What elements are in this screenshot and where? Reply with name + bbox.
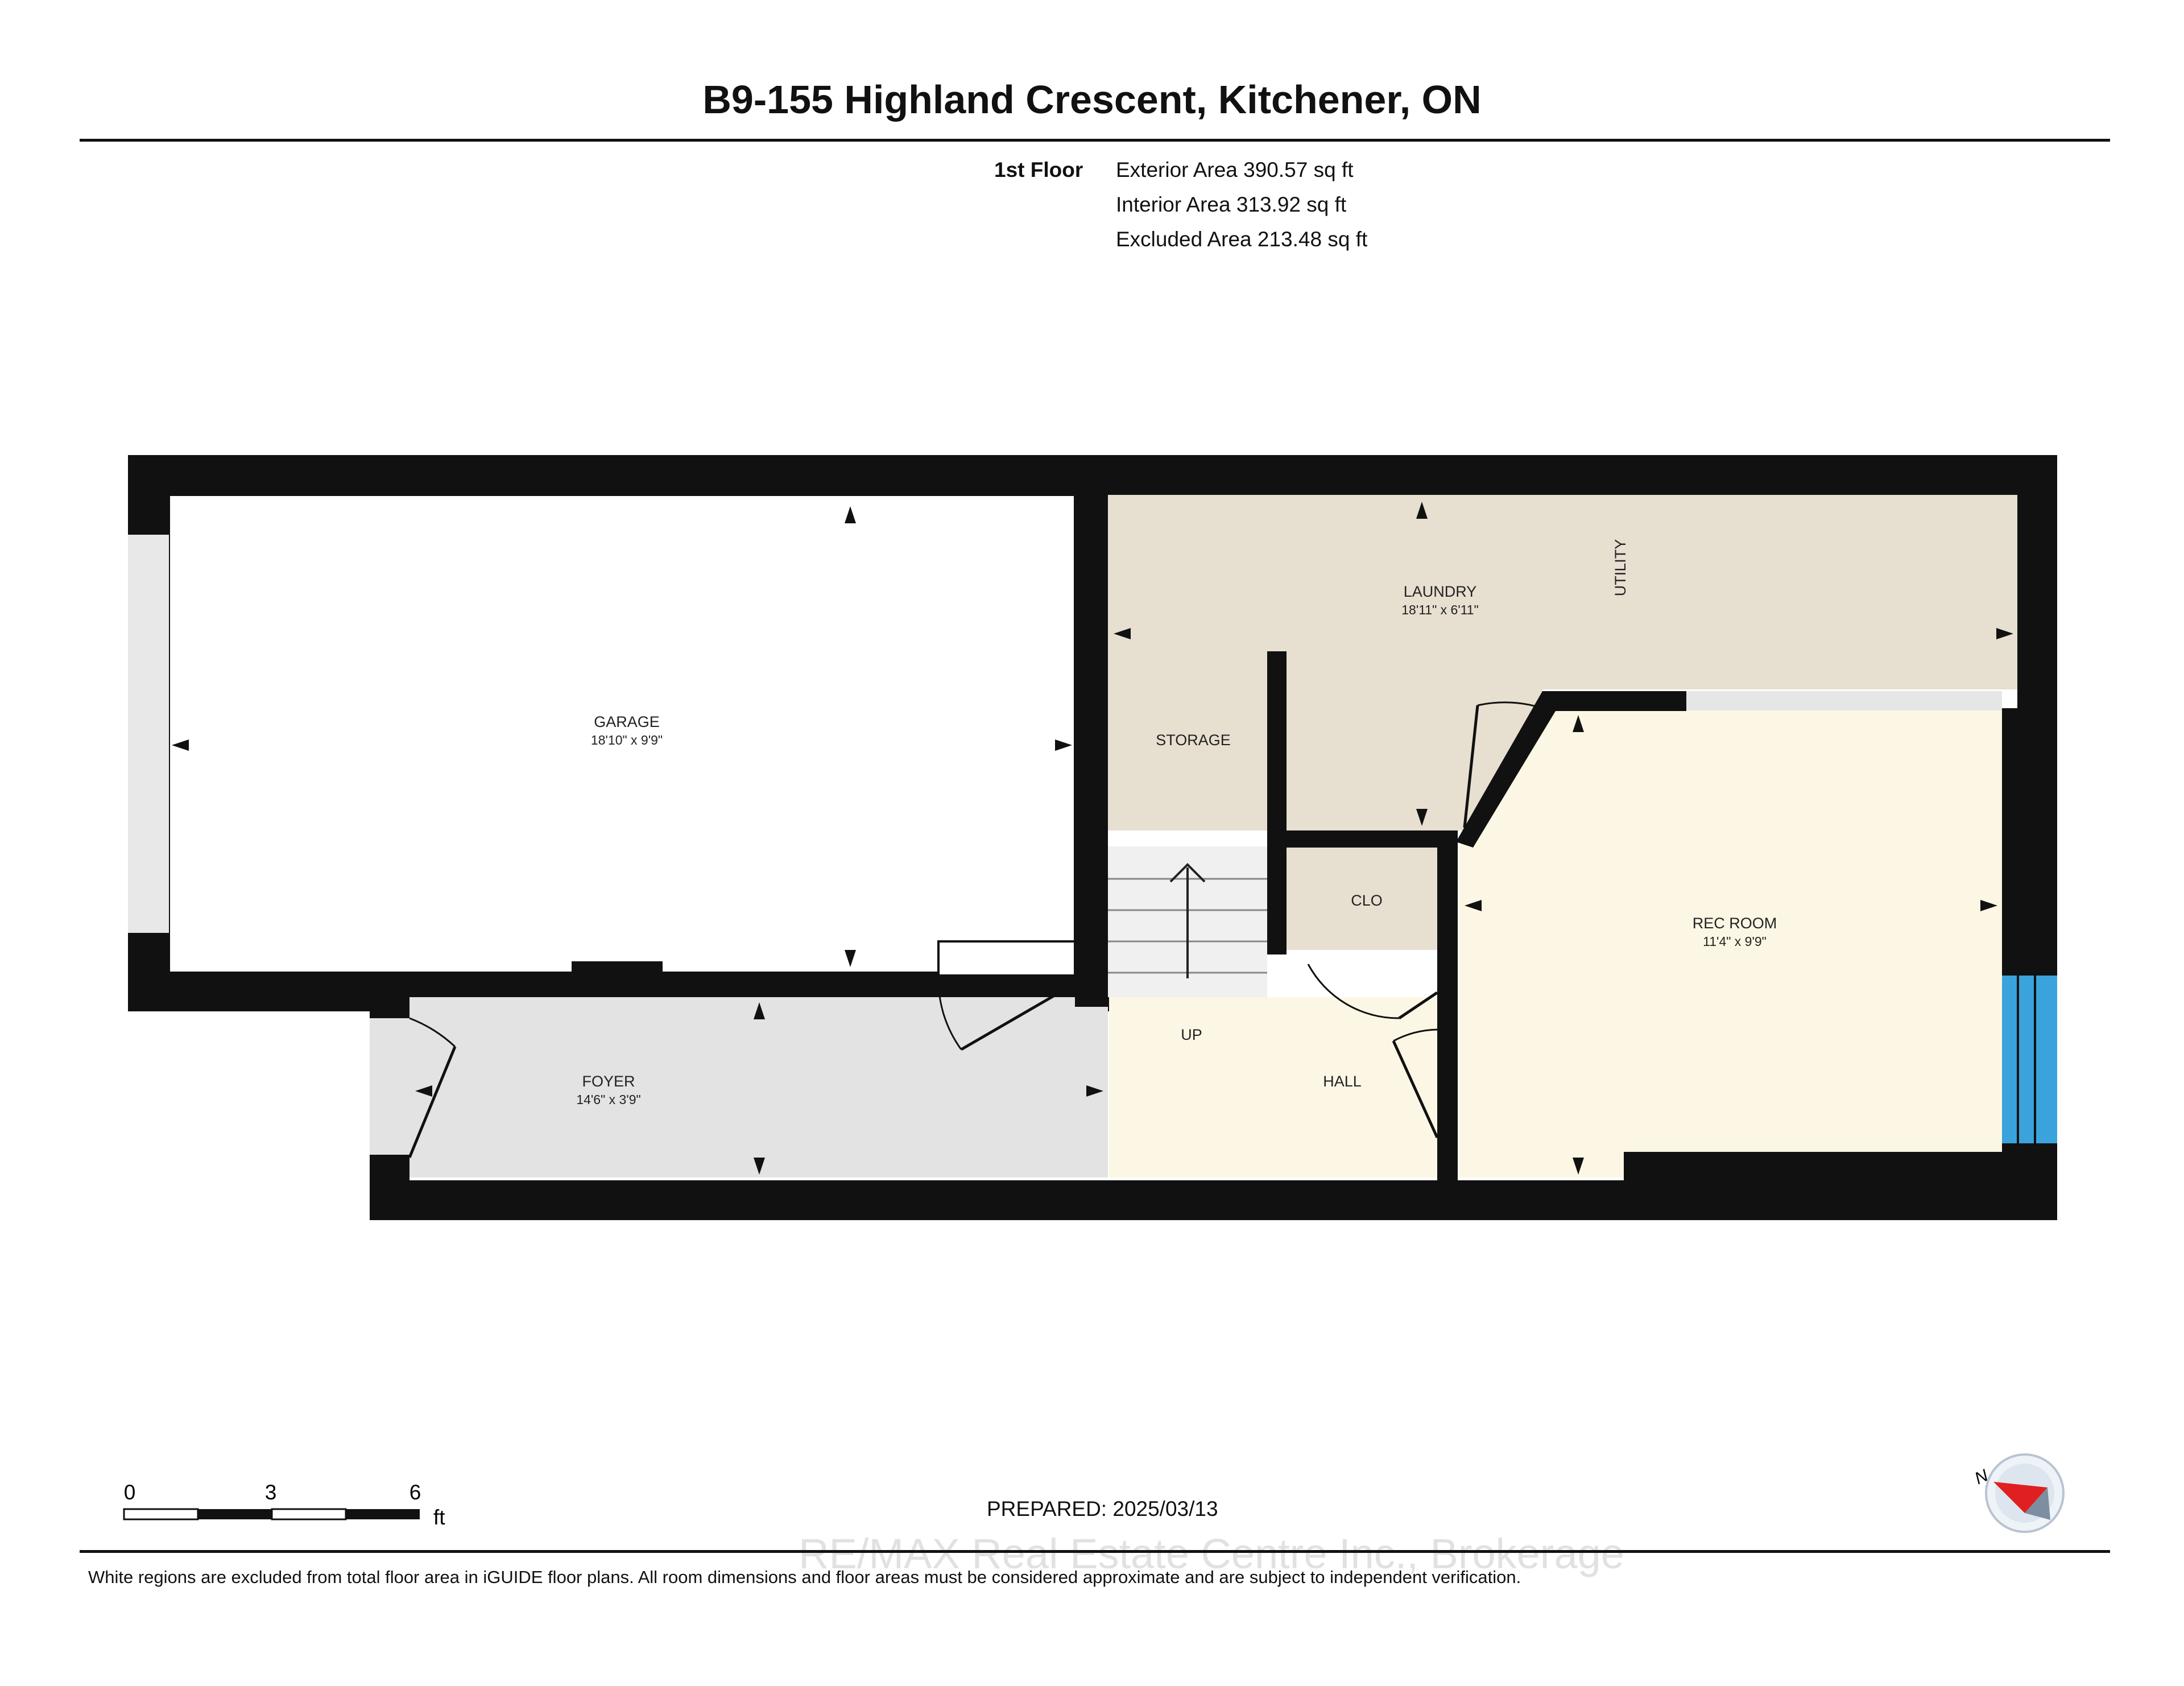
- disclaimer: White regions are excluded from total fl…: [88, 1567, 1521, 1587]
- garage-window: [128, 535, 169, 933]
- south-wall: [370, 1180, 2057, 1220]
- prepared-date: PREPARED: 2025/03/13: [987, 1497, 1218, 1520]
- room-dims-foyer: 14'6" x 3'9": [576, 1092, 640, 1107]
- laundry-floor: [1108, 495, 2017, 830]
- scale-unit: ft: [433, 1506, 445, 1529]
- arrow-right-icon: [1996, 628, 2013, 639]
- arrow-left-icon: [1114, 628, 1131, 639]
- arrow-left-icon: [1465, 900, 1482, 911]
- arrow-up-icon: [1573, 715, 1584, 732]
- interior-area: Interior Area 313.92 sq ft: [1116, 193, 1347, 216]
- arrow-right-icon: [1980, 900, 1997, 911]
- garage-east-wall: [1075, 495, 1108, 1007]
- dimension-arrows: [172, 502, 2013, 1175]
- floor-label: 1st Floor: [994, 158, 1083, 181]
- rec-north-opening: [1686, 691, 2002, 710]
- scale-bar: 0 3 6 ft: [123, 1481, 445, 1529]
- watermark: RE/MAX Real Estate Centre Inc., Brokerag…: [799, 1530, 1624, 1577]
- room-name-clo: CLO: [1351, 892, 1383, 909]
- staircase: [1108, 863, 1267, 978]
- arrow-down-icon: [1573, 1158, 1584, 1175]
- rec-window: [2002, 976, 2057, 1143]
- room-name-up: UP: [1181, 1026, 1202, 1043]
- north-wall: [128, 455, 2057, 495]
- foyer-entry: [370, 1018, 410, 1155]
- stair-wall: [1267, 846, 1287, 954]
- arrow-right-icon: [1055, 739, 1072, 751]
- page-title: B9-155 Highland Crescent, Kitchener, ON: [702, 77, 1482, 122]
- doors: [408, 701, 1543, 1158]
- title-rule: [80, 139, 2110, 142]
- room-name-rec-room: REC ROOM: [1693, 915, 1777, 932]
- arrow-left-icon: [415, 1085, 432, 1097]
- arrow-down-icon: [1416, 809, 1428, 826]
- garage-floor: [168, 494, 1076, 974]
- room-name-foyer: FOYER: [582, 1073, 635, 1090]
- arrow-right-icon: [1086, 1085, 1103, 1097]
- room-dims-rec-room: 11'4" x 9'9": [1703, 934, 1767, 949]
- room-name-laundry: LAUNDRY: [1404, 583, 1477, 600]
- room-name-garage: GARAGE: [594, 713, 660, 730]
- scale-tick-0: 0: [124, 1481, 136, 1504]
- room-dims-garage: 18'10" x 9'9": [591, 733, 663, 747]
- clo-north-wall: [1267, 830, 1458, 848]
- garage-vent: [572, 961, 663, 976]
- scale-tick-6: 6: [410, 1481, 421, 1504]
- rec-south-wall: [1624, 1152, 2017, 1180]
- rec-room-floor: [1459, 708, 2002, 1177]
- arrow-up-icon: [1416, 502, 1428, 519]
- compass-icon: N: [1972, 1453, 2065, 1533]
- rec-north-wall: [1456, 691, 1686, 848]
- arrow-up-icon: [754, 1002, 765, 1019]
- clo-floor: [1287, 848, 1437, 950]
- storage-floor: [1108, 495, 1267, 830]
- arrow-up-icon: [845, 506, 856, 523]
- arrow-left-icon: [172, 739, 189, 751]
- footer-rule: [80, 1550, 2110, 1553]
- scale-tick-3: 3: [265, 1481, 277, 1504]
- room-name-hall: HALL: [1323, 1073, 1362, 1090]
- arrow-down-icon: [754, 1158, 765, 1175]
- arrow-down-icon: [845, 950, 856, 967]
- foyer-floor: [410, 997, 1108, 1177]
- excluded-area: Excluded Area 213.48 sq ft: [1116, 228, 1368, 251]
- exterior-area: Exterior Area 390.57 sq ft: [1116, 158, 1354, 181]
- room-name-utility: UTILITY: [1612, 539, 1629, 597]
- room-name-storage: STORAGE: [1156, 732, 1231, 749]
- room-dims-laundry: 18'11" x 6'11": [1401, 602, 1479, 617]
- rec-west-wall: [1437, 848, 1458, 1189]
- storage-wall: [1267, 651, 1287, 848]
- hall-floor: [1109, 997, 1438, 1177]
